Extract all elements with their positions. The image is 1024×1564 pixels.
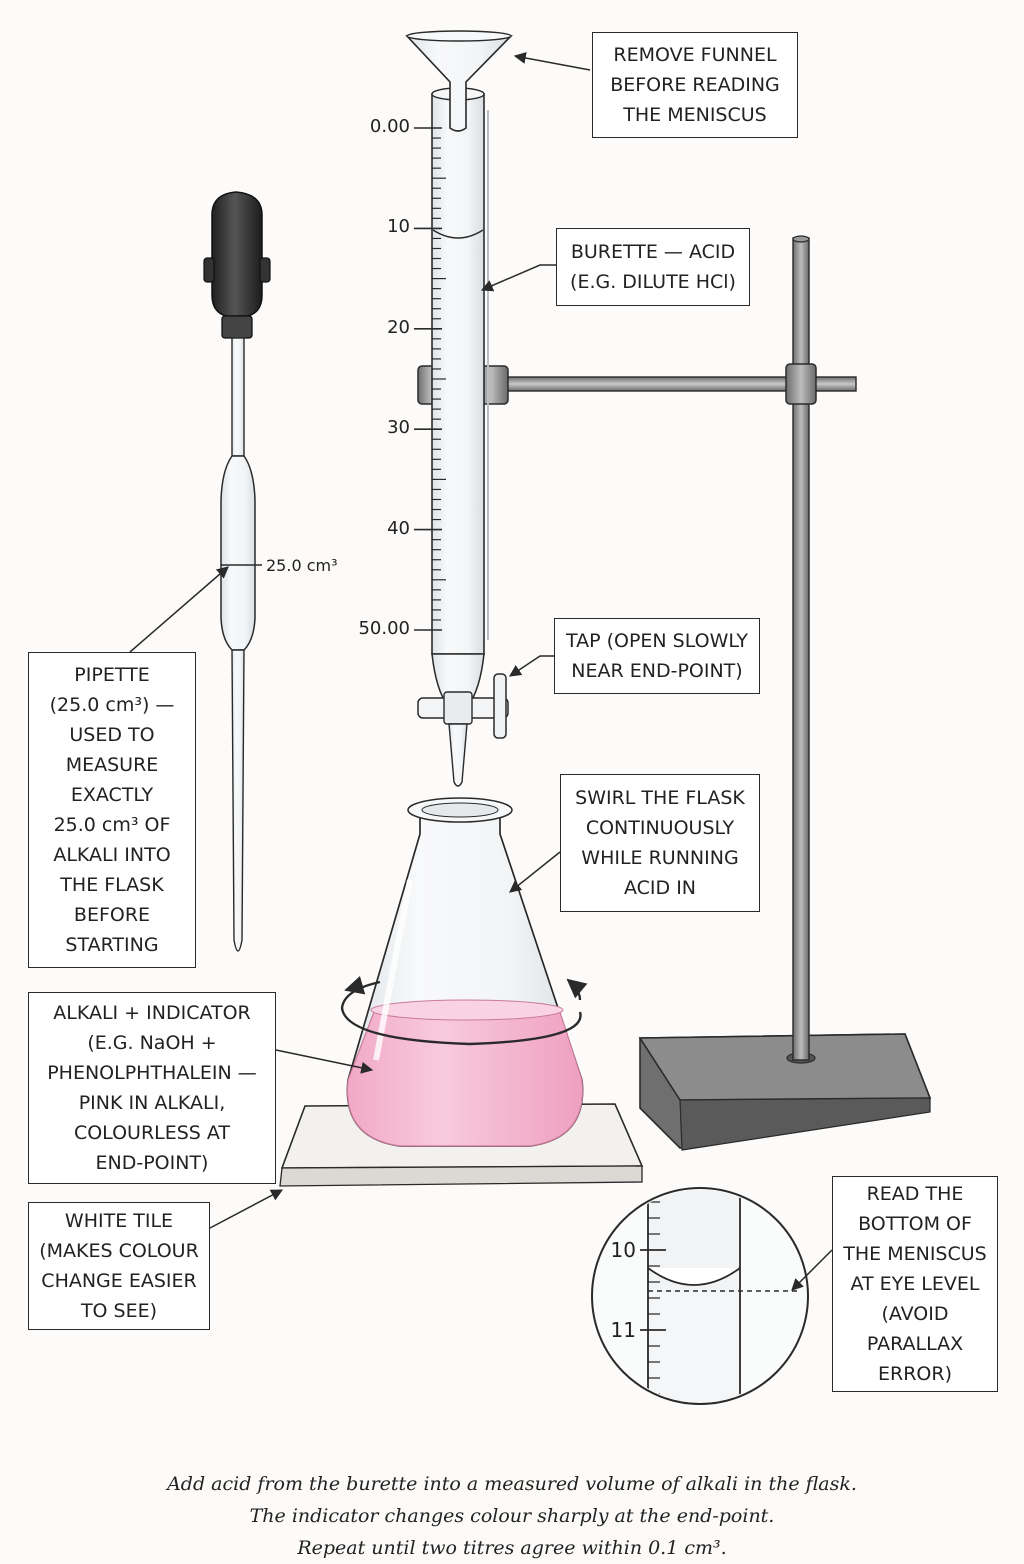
arrow-swirl xyxy=(509,851,561,893)
arrow-pipette xyxy=(129,566,229,653)
arrow-tile xyxy=(209,1189,284,1229)
caption-line-3: Repeat until two titres agree within 0.1… xyxy=(297,1537,727,1559)
label-tap: TAP (OPEN SLOWLY NEAR END-POINT) xyxy=(554,618,760,694)
burette-tube xyxy=(431,93,485,655)
pipette xyxy=(203,191,271,952)
arrow-meniscus xyxy=(791,1249,833,1291)
burette-scale xyxy=(414,127,446,631)
swirl-arrow xyxy=(340,976,588,1046)
pipette-mark-label: 25.0 cm³ xyxy=(266,556,338,575)
label-swirl: SWIRL THE FLASK CONTINUOUSLY WHILE RUNNI… xyxy=(560,774,760,912)
label-white-tile: WHITE TILE (MAKES COLOUR CHANGE EASIER T… xyxy=(28,1202,210,1330)
zoom-meniscus-curve xyxy=(647,1267,741,1286)
boss-head xyxy=(785,363,817,405)
pipette-body xyxy=(220,455,256,651)
burette xyxy=(405,30,513,787)
label-read-meniscus: READ THE BOTTOM OF THE MENISCUS AT EYE L… xyxy=(832,1176,998,1392)
zoom-label-lower: 11 xyxy=(610,1318,636,1342)
label-remove-funnel: REMOVE FUNNEL BEFORE READING THE MENISCU… xyxy=(592,32,798,138)
caption-line-2: The indicator changes colour sharply at … xyxy=(249,1505,775,1527)
zoom-label-upper: 10 xyxy=(610,1238,636,1262)
burette-tick-label: 40 xyxy=(387,517,410,539)
stand-rod xyxy=(792,237,810,1061)
caption: Add acid from the burette into a measure… xyxy=(0,1468,1024,1564)
conical-flask xyxy=(346,797,584,1147)
meniscus-zoom-inset xyxy=(591,1187,809,1405)
arrow-burette xyxy=(480,264,556,292)
caption-line-1: Add acid from the burette into a measure… xyxy=(167,1473,857,1495)
burette-tick-label: 30 xyxy=(387,417,410,439)
retort-stand xyxy=(417,235,932,1151)
arrow-alkali xyxy=(275,1049,374,1074)
pipette-filler-bulb xyxy=(211,191,263,317)
tap-handle xyxy=(493,673,507,739)
burette-tick-label: 20 xyxy=(387,316,410,338)
burette-tick-label: 10 xyxy=(387,216,410,238)
funnel xyxy=(405,30,513,132)
arrow-tap xyxy=(509,655,554,677)
burette-jet xyxy=(448,723,468,787)
burette-tick-label: 50.00 xyxy=(358,618,410,639)
label-alkali-indicator: ALKALI + INDICATOR (E.G. NaOH + PHENOLPH… xyxy=(28,992,276,1184)
label-burette: BURETTE — ACID (E.G. DILUTE HCl) xyxy=(556,228,750,306)
label-pipette: PIPETTE (25.0 cm³) — USED TO MEASURE EXA… xyxy=(28,652,196,968)
leader-arrows xyxy=(129,52,833,1291)
burette-tick-label: 0.00 xyxy=(369,116,410,137)
arrow-funnel xyxy=(513,52,591,71)
burette-meniscus xyxy=(432,229,484,239)
